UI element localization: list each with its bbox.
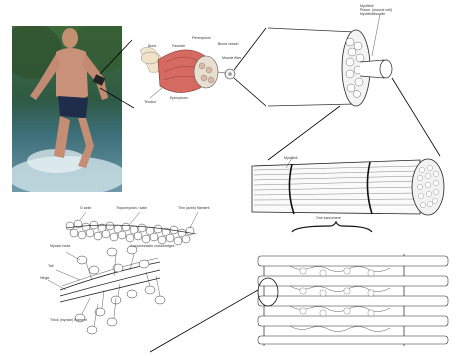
label-one-sarcomere: One sarcomere <box>316 216 341 220</box>
connector-line <box>234 28 266 70</box>
label-myofibril: Myofibril <box>284 156 297 160</box>
label-fiber-top3: Myofibril/bundle <box>360 12 385 16</box>
connector-line <box>268 106 340 160</box>
label-thin-filament: Thin (actin) filament <box>178 206 210 210</box>
label-bone: Bone <box>148 44 156 48</box>
actin-filament <box>66 212 198 245</box>
label-troponin-actin: Tropomyosin / actin <box>116 206 147 210</box>
label-blood-vessel: Blood vessel <box>218 42 238 46</box>
label-thick-filament: Thick (myosin) filament <box>50 318 87 322</box>
label-perimysium: Perimysium <box>192 36 211 40</box>
connector-line <box>392 78 440 156</box>
sarcomere-detail <box>150 254 448 352</box>
label-hinge: Hinge <box>40 276 49 280</box>
label-epimysium: Epimysium <box>170 96 188 100</box>
label-muscle-fiber: Muscle fiber <box>222 56 241 60</box>
label-myosin-head: Myosin head <box>50 244 70 248</box>
connector-line <box>100 88 134 108</box>
label-tendon: Tendon <box>144 100 156 104</box>
myofibril-bundle <box>252 158 444 215</box>
label-tail: Tail <box>48 264 53 268</box>
muscle-illustration <box>140 47 235 98</box>
sarcomere-brace <box>292 222 372 232</box>
label-crossbridges: A myosin/actin crossbridges <box>130 244 175 248</box>
muscle-fiber-cylinder <box>268 14 392 106</box>
connector-line <box>100 40 132 74</box>
label-fascicle: Fascicle <box>172 44 185 48</box>
connector-line <box>234 78 266 106</box>
label-g-actin: G actin <box>80 206 91 210</box>
